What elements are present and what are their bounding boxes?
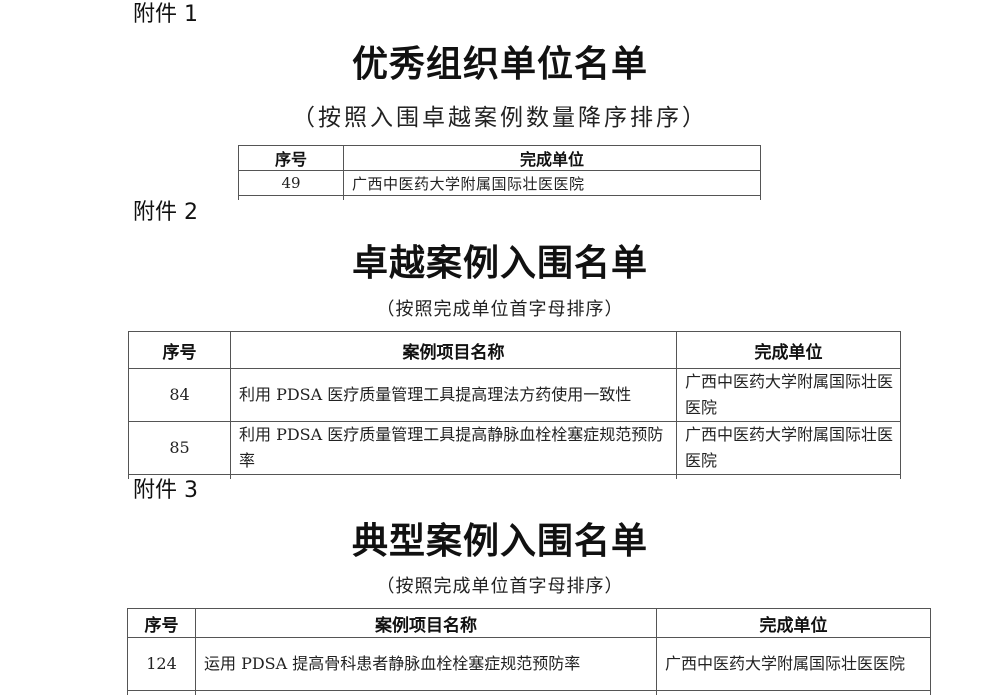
header-serial-no: 序号: [129, 332, 231, 369]
cell-serial-no: 49: [239, 171, 344, 196]
header-serial-no: 序号: [128, 609, 196, 638]
cell-project-name: 运用 PDSA 提高骨科患者静脉血栓栓塞症规范预防率: [196, 638, 657, 691]
header-project-name: 案例项目名称: [196, 609, 657, 638]
excellent-cases-subtitle: （按照完成单位首字母排序）: [0, 298, 1000, 322]
excellent-cases-title: 卓越案例入围名单: [0, 243, 1000, 285]
cell-serial-no: 84: [129, 369, 231, 422]
typical-cases-title: 典型案例入围名单: [0, 521, 1000, 563]
cell-unit: 广西中医药大学附属国际壮医医院: [344, 171, 761, 196]
header-project-name: 案例项目名称: [231, 332, 677, 369]
table-continuation: [129, 475, 901, 480]
cell-serial-no: 85: [129, 422, 231, 475]
table-row: 49 广西中医药大学附属国际壮医医院: [239, 171, 761, 196]
attachment-1-label: 附件 1: [133, 2, 198, 28]
table-continuation: [128, 691, 931, 695]
header-unit: 完成单位: [677, 332, 901, 369]
excellent-cases-table: 序号 案例项目名称 完成单位 84 利用 PDSA 医疗质量管理工具提高理法方药…: [128, 331, 901, 479]
cell-serial-no: 124: [128, 638, 196, 691]
typical-cases-table: 序号 案例项目名称 完成单位 124 运用 PDSA 提高骨科患者静脉血栓栓塞症…: [127, 608, 931, 695]
excellent-organizations-subtitle: （按照入围卓越案例数量降序排序）: [0, 104, 1000, 132]
table-header-row: 序号 案例项目名称 完成单位: [129, 332, 901, 369]
cell-unit: 广西中医药大学附属国际壮医医院: [677, 422, 901, 475]
excellent-organizations-table: 序号 完成单位 49 广西中医药大学附属国际壮医医院: [238, 145, 761, 200]
header-unit: 完成单位: [657, 609, 931, 638]
table-row: 124 运用 PDSA 提高骨科患者静脉血栓栓塞症规范预防率 广西中医药大学附属…: [128, 638, 931, 691]
header-serial-no: 序号: [239, 146, 344, 171]
table-continuation: [239, 196, 761, 201]
cell-project-name: 利用 PDSA 医疗质量管理工具提高静脉血栓栓塞症规范预防率: [231, 422, 677, 475]
table-header-row: 序号 完成单位: [239, 146, 761, 171]
cell-unit: 广西中医药大学附属国际壮医医院: [677, 369, 901, 422]
header-unit: 完成单位: [344, 146, 761, 171]
cell-project-name: 利用 PDSA 医疗质量管理工具提高理法方药使用一致性: [231, 369, 677, 422]
table-row: 85 利用 PDSA 医疗质量管理工具提高静脉血栓栓塞症规范预防率 广西中医药大…: [129, 422, 901, 475]
table-row: 84 利用 PDSA 医疗质量管理工具提高理法方药使用一致性 广西中医药大学附属…: [129, 369, 901, 422]
attachment-2-label: 附件 2: [133, 200, 198, 226]
excellent-organizations-title: 优秀组织单位名单: [0, 44, 1000, 86]
cell-unit: 广西中医药大学附属国际壮医医院: [657, 638, 931, 691]
table-header-row: 序号 案例项目名称 完成单位: [128, 609, 931, 638]
typical-cases-subtitle: （按照完成单位首字母排序）: [0, 575, 1000, 599]
attachment-3-label: 附件 3: [133, 478, 198, 504]
